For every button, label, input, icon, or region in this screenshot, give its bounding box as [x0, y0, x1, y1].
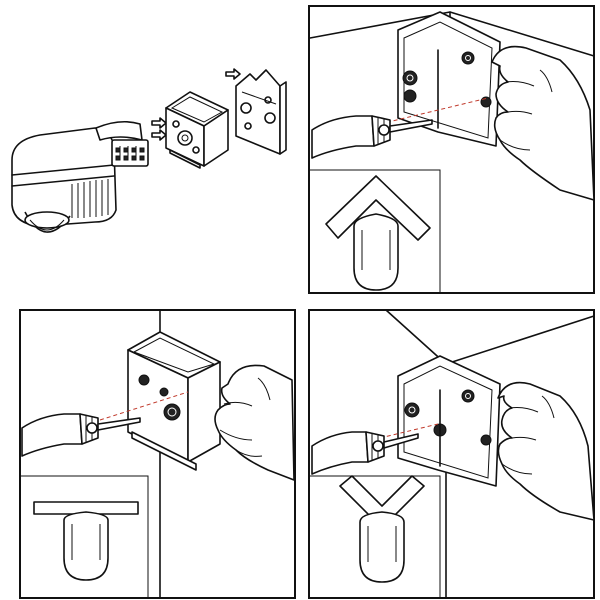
hand-icon: [497, 381, 595, 521]
hand-icon: [491, 45, 595, 201]
sensor-icon: [11, 120, 149, 233]
screwdriver-icon: [311, 115, 433, 159]
flat-wall-panel: [19, 309, 296, 599]
chevron-down-icon: [339, 475, 425, 583]
junction-box-icon: [165, 91, 229, 169]
flat-bar-icon: [33, 501, 139, 581]
arrow-icon: [151, 68, 241, 141]
chevron-up-icon: [325, 175, 431, 291]
screwdriver-icon: [21, 413, 141, 457]
hand-icon: [214, 364, 295, 481]
exploded-view-panel: [11, 68, 287, 233]
mounting-bracket-icon: [235, 69, 287, 155]
corner-inside-panel: [308, 5, 595, 294]
corner-outside-panel: [308, 309, 595, 599]
screwdriver-icon: [311, 431, 419, 475]
